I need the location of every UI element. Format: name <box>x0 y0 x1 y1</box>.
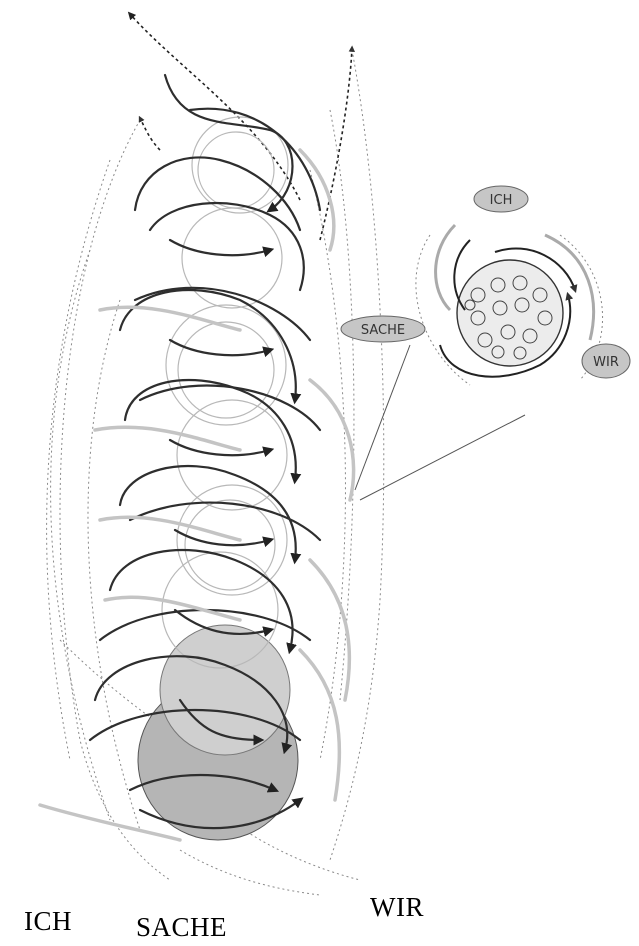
inset-sache-label: SACHE <box>361 323 405 338</box>
label-sache: SACHE <box>136 912 227 943</box>
inset-ich-label: ICH <box>490 193 513 208</box>
inset-ich-tag: ICH <box>474 186 528 212</box>
label-wir: WIR <box>370 892 424 923</box>
inset-wir-label: WIR <box>593 355 619 370</box>
inset-wir-tag: WIR <box>582 344 630 378</box>
label-ich: ICH <box>24 906 72 937</box>
inset-diagram: ICH SACHE WIR <box>341 186 630 385</box>
pointer-lines <box>355 345 525 500</box>
inset-sache-tag: SACHE <box>341 316 425 342</box>
